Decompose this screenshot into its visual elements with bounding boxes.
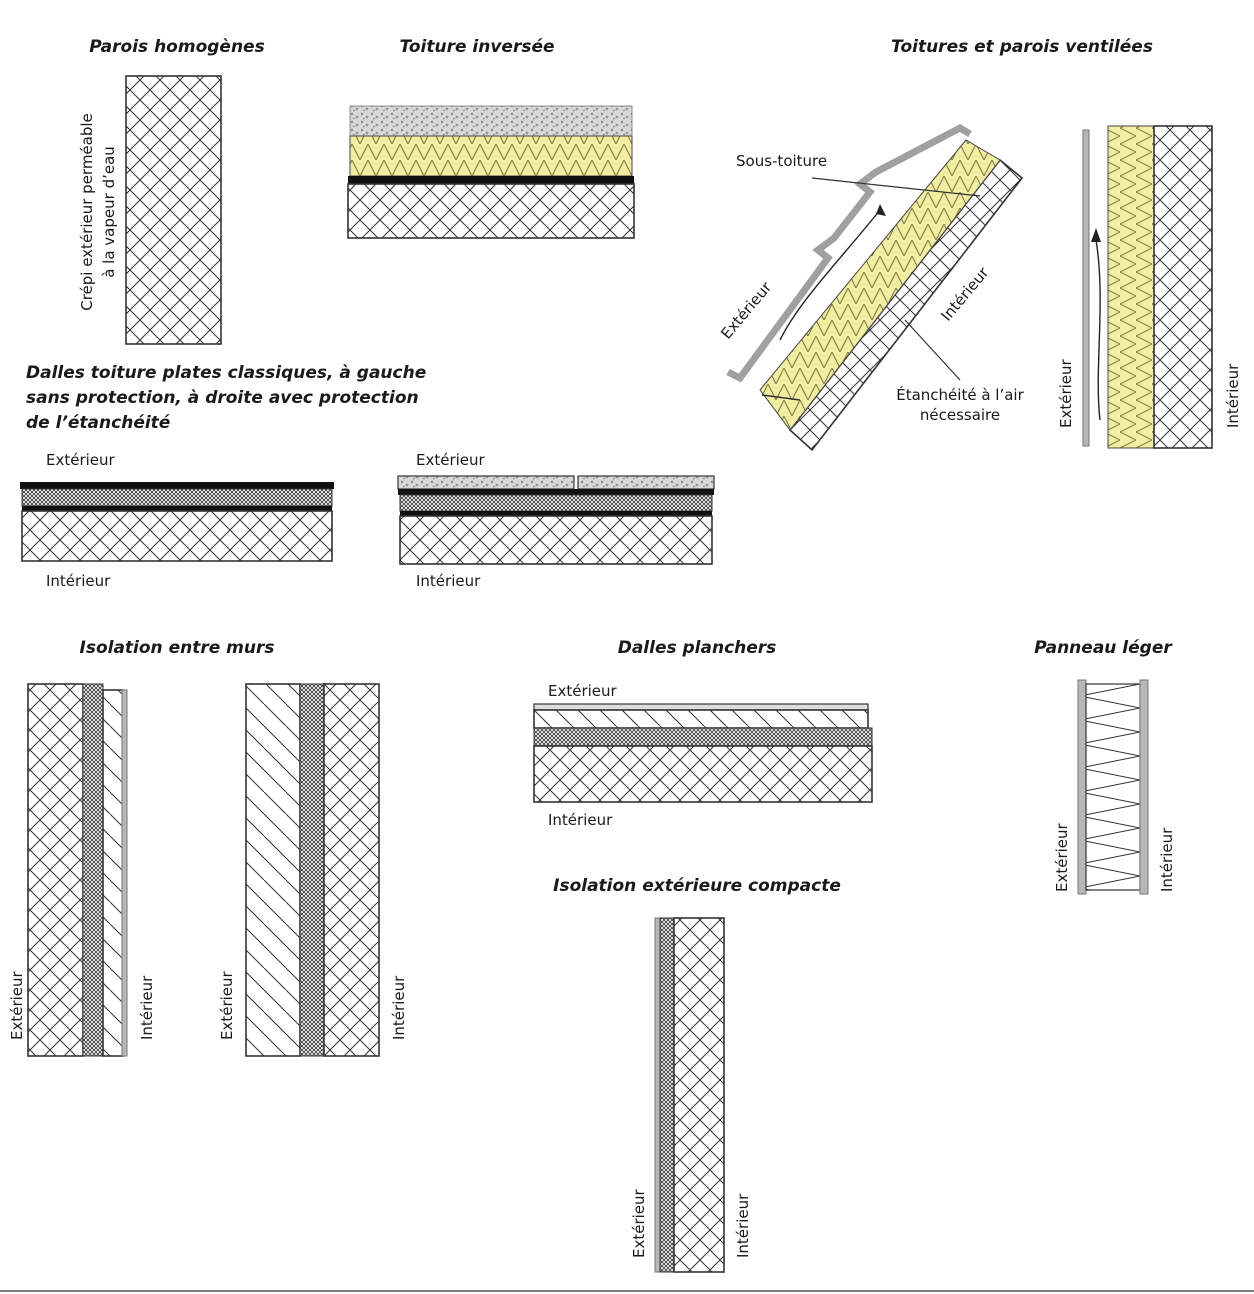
parois-homogenes-title: Parois homogènes [89, 37, 264, 57]
ext-exterieur: Extérieur [630, 1188, 648, 1258]
parois-homogenes-figure: Parois homogènes Crépi extérieur perméab… [78, 37, 265, 345]
flat-left-interieur: Intérieur [46, 572, 111, 590]
panel-inner-board [1139, 679, 1149, 895]
wall2-outer-leaf [245, 683, 301, 1057]
roof-cladding [726, 123, 972, 383]
airflow-arrow-roof [779, 209, 881, 341]
wall2-insulation [299, 683, 325, 1057]
wall2-interieur: Intérieur [390, 975, 408, 1040]
membrane-layer [348, 176, 634, 184]
flat-left-exterieur: Extérieur [46, 451, 116, 469]
roof-insulation [759, 139, 1001, 431]
floor-screed [533, 709, 869, 729]
isolation-entre-murs-title: Isolation entre murs [80, 638, 275, 658]
isolation-exterieure-figure: Isolation extérieure compacte Extérieur … [553, 876, 841, 1273]
toitures-ventilees-figure: Toitures et parois ventilées Sous-toitur… [717, 37, 1242, 452]
wall1-insulation [82, 683, 104, 1057]
plancher-interieur: Intérieur [548, 811, 613, 829]
arrow-head-roof [876, 204, 886, 216]
ext-render [654, 917, 661, 1273]
sous-toiture-leader [811, 177, 981, 197]
floor-finish [533, 703, 869, 711]
flat-right-membrane [398, 489, 714, 495]
dalles-planchers-title: Dalles planchers [618, 638, 777, 658]
floor-slab [533, 745, 873, 803]
wall-interieur-label: Intérieur [1224, 363, 1242, 428]
flat-right-insulation [399, 494, 713, 512]
wall-masonry [1153, 125, 1213, 449]
ventilated-wall: Extérieur Intérieur [1057, 125, 1242, 449]
protection-tile-2 [577, 475, 715, 490]
ext-masonry [673, 917, 725, 1273]
sloped-roof: Sous-toiture Extérieur Intérieur Étanché… [717, 123, 1025, 452]
insulation-layer [349, 135, 633, 177]
flat-right-interieur: Intérieur [416, 572, 481, 590]
toiture-inversee-figure: Toiture inversée [347, 37, 635, 239]
flat-right-slab [399, 515, 713, 565]
toiture-inversee-title: Toiture inversée [399, 37, 554, 57]
panel-interieur: Intérieur [1158, 827, 1176, 892]
crepi-label-2: à la vapeur d’eau [100, 146, 118, 278]
flat-right-vapour-barrier [400, 511, 712, 516]
concrete-slab [347, 183, 635, 239]
etancheite-label-1: Étanchéité à l’air [896, 385, 1024, 404]
dalles-toiture-title-1: Dalles toiture plates classiques, à gauc… [26, 363, 426, 383]
flat-left-membrane [20, 482, 334, 489]
wall1-outer-leaf [27, 683, 84, 1057]
wall-insulation [1107, 125, 1155, 449]
panel-exterieur: Extérieur [1053, 822, 1071, 892]
flat-roof-unprotected: Extérieur Intérieur [20, 451, 334, 590]
dalles-toiture-figure: Dalles toiture plates classiques, à gauc… [20, 363, 715, 590]
isolation-exterieure-title: Isolation extérieure compacte [553, 876, 841, 896]
cavity-wall-2: Extérieur Intérieur [218, 683, 408, 1057]
flat-right-exterieur: Extérieur [416, 451, 486, 469]
toitures-ventilees-title: Toitures et parois ventilées [891, 37, 1153, 57]
wall-exterieur-label: Extérieur [1057, 358, 1075, 428]
dalles-planchers-figure: Dalles planchers Extérieur Intérieur [533, 638, 873, 829]
wall2-inner-leaf [323, 683, 380, 1057]
wall-cladding [1082, 129, 1090, 447]
dalles-toiture-title-3: de l’étanchéité [26, 413, 171, 433]
crepi-label-1: Crépi extérieur perméable [78, 113, 96, 311]
flat-left-slab [21, 510, 333, 562]
panel-insulation [1085, 683, 1141, 891]
floor-insulation [533, 727, 873, 747]
protection-tile-1 [397, 475, 575, 490]
wall1-inner-leaf [102, 689, 124, 1057]
sous-toiture-label: Sous-toiture [736, 152, 827, 170]
wall1-finish [121, 689, 128, 1057]
roof-membrane [761, 394, 801, 401]
isolation-entre-murs-figure: Isolation entre murs Extérieur Intérieur… [8, 638, 408, 1057]
dalles-toiture-title-2: sans protection, à droite avec protectio… [26, 388, 419, 408]
panneau-leger-figure: Panneau léger Extérieur Intérieur [1034, 638, 1176, 895]
flat-roof-protected: Extérieur Intérieur [397, 451, 715, 590]
plancher-exterieur: Extérieur [548, 682, 618, 700]
wall2-exterieur: Extérieur [218, 970, 236, 1040]
etancheite-leader [904, 319, 961, 381]
wall1-interieur: Intérieur [138, 975, 156, 1040]
roof-exterieur-label: Extérieur [717, 278, 775, 343]
wall1-exterieur: Extérieur [8, 970, 26, 1040]
arrow-head-wall [1091, 228, 1101, 242]
etancheite-label-2: nécessaire [920, 406, 1000, 424]
panel-outer-board [1077, 679, 1087, 895]
ext-insulation [659, 917, 675, 1273]
flat-left-insulation [21, 488, 333, 507]
gravel-layer [349, 105, 633, 137]
cavity-wall-1: Extérieur Intérieur [8, 683, 156, 1057]
ext-interieur: Intérieur [734, 1193, 752, 1258]
flat-left-vapour-barrier [22, 506, 332, 511]
homogeneous-wall [125, 75, 222, 345]
panneau-leger-title: Panneau léger [1034, 638, 1173, 658]
airflow-arrow-wall [1095, 239, 1101, 421]
